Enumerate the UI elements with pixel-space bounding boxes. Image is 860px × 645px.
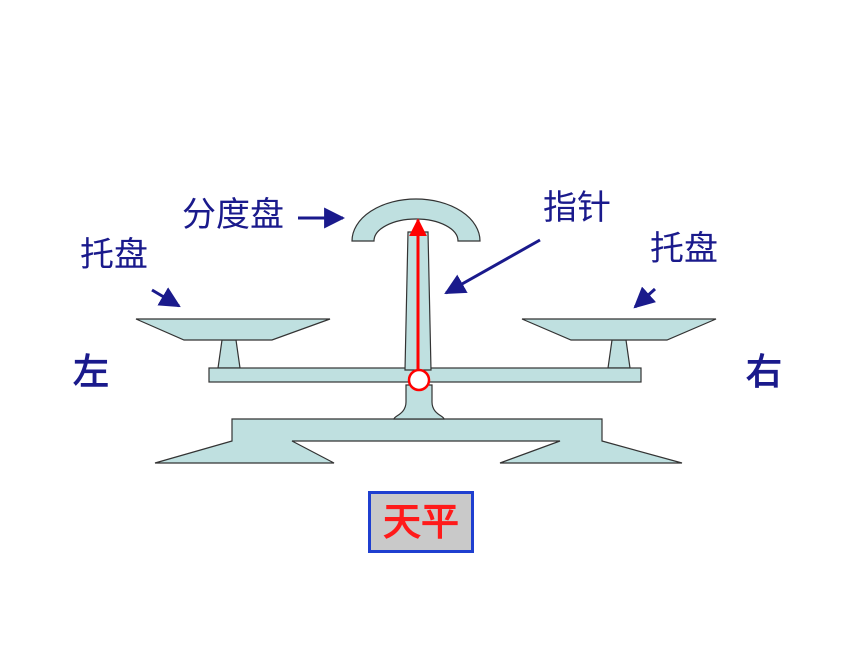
base <box>154 418 683 464</box>
pivot <box>407 368 431 392</box>
left-tray-support <box>217 339 241 369</box>
right-tray <box>521 318 717 341</box>
left-tray <box>135 318 331 341</box>
left-side-label: 左 <box>73 352 110 393</box>
right-tray-label: 托盘 <box>650 229 718 269</box>
center-support <box>393 384 445 420</box>
dial-label: 分度盘 <box>182 195 284 235</box>
right-tray-support <box>607 339 631 369</box>
right-side-label: 右 <box>746 352 783 393</box>
dial <box>351 198 481 242</box>
diagram-title: 天平 <box>382 500 459 544</box>
title-box: 天平 <box>368 491 474 553</box>
right-tray-callout-arrow <box>633 286 657 309</box>
pointer-callout-arrow <box>444 238 541 295</box>
left-tray-callout-arrow <box>151 287 181 308</box>
pointer-label: 指针 <box>543 188 611 228</box>
left-tray-label: 托盘 <box>80 235 148 275</box>
